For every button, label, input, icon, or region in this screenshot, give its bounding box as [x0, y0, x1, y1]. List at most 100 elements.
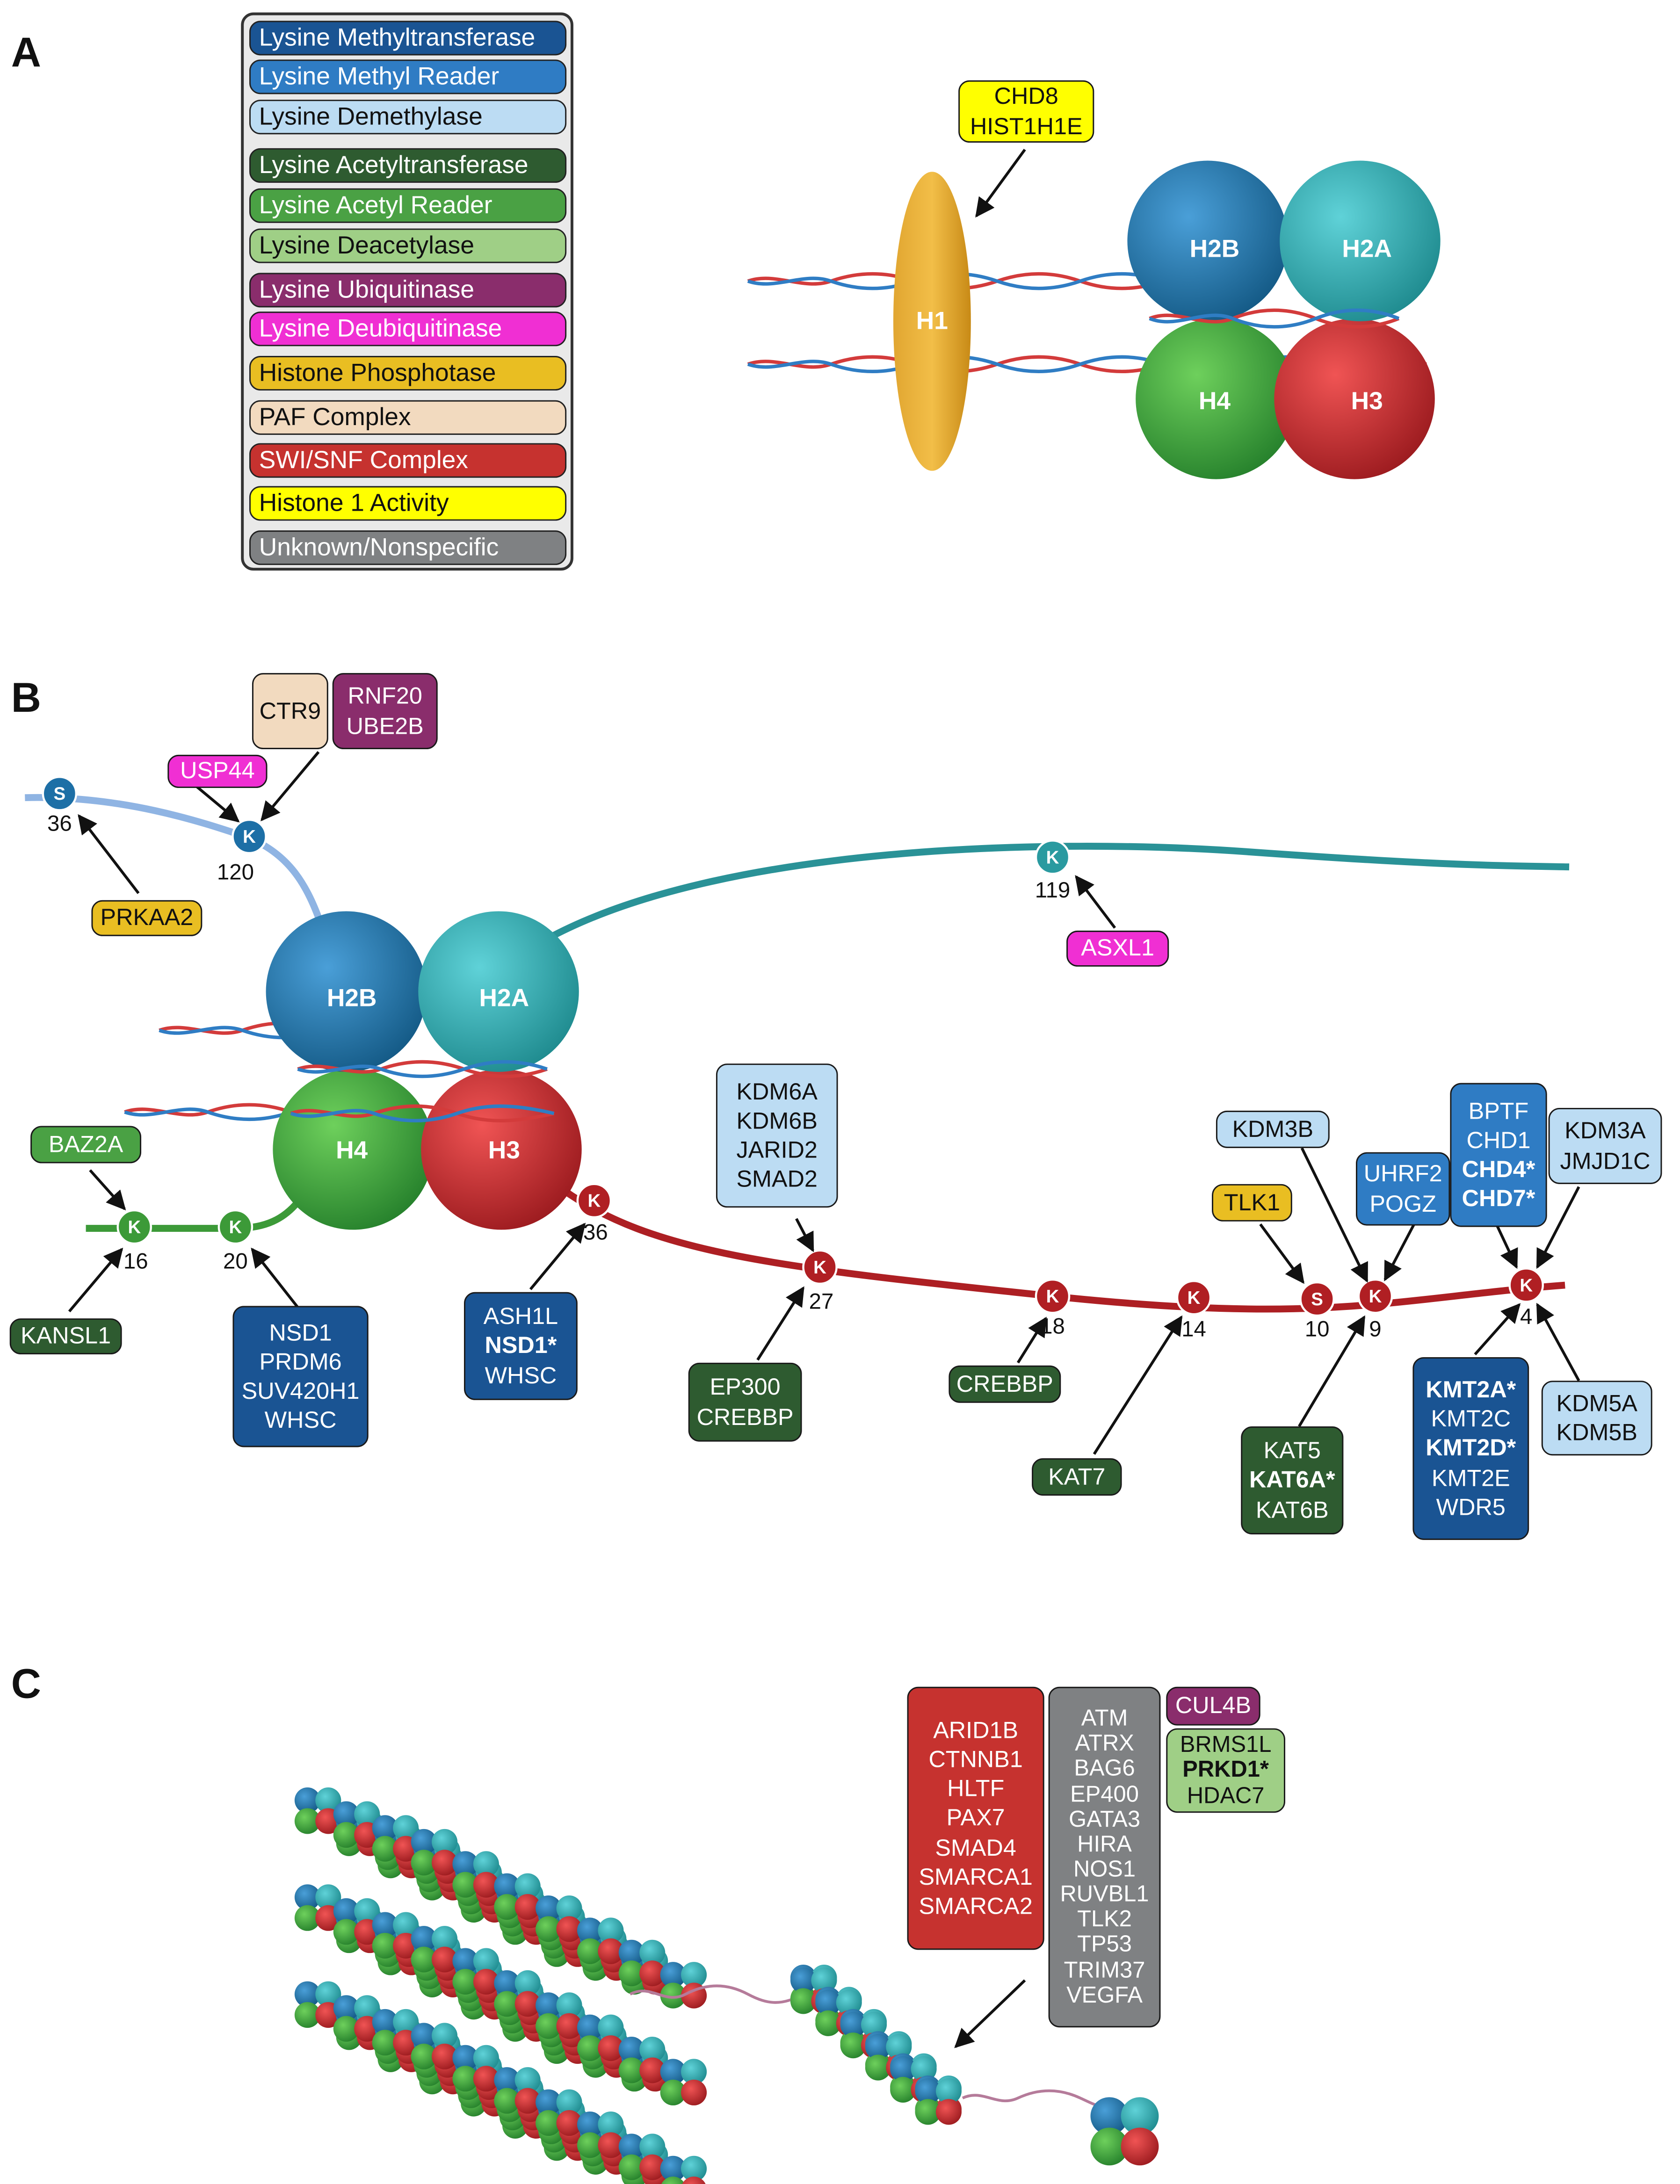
gene-box-kat7: KAT7: [1032, 1458, 1122, 1496]
histone-bead: [333, 1898, 359, 1924]
histone-bead: [915, 2078, 941, 2104]
histone-bead: [514, 1873, 541, 1899]
gene-name: CHD8: [994, 83, 1058, 110]
histone-bead: [372, 1932, 398, 1959]
gene-name: TLK2: [1077, 1907, 1132, 1932]
gene-name: CHD1: [1466, 1127, 1531, 1153]
histone-bead: [681, 2059, 707, 2085]
enzyme-arrow: [1494, 1222, 1518, 1269]
gene-name: CTR9: [259, 698, 321, 724]
histone-bead: [556, 2013, 582, 2039]
histone-bead: [494, 1894, 520, 1920]
site-number: 10: [1304, 1318, 1330, 1342]
histone-bead: [1121, 2127, 1159, 2166]
gene-name: UHRF2: [1363, 1161, 1442, 1187]
h3-label: H3: [1351, 387, 1383, 415]
site-number: 9: [1369, 1318, 1382, 1342]
gene-name: CREBBP: [956, 1371, 1053, 1397]
histone-bead: [393, 1912, 419, 1938]
enzyme-arrow: [1093, 1315, 1183, 1455]
histone-bead: [294, 1905, 320, 1931]
gene-box-ctr9: CTR9: [252, 673, 328, 750]
legend-item-methyltransferase: Lysine Methyltransferase: [249, 21, 567, 56]
fiber-nucleosome: [411, 1829, 458, 1876]
lysine-site: [1357, 1278, 1393, 1314]
histone-bead: [598, 2035, 624, 2061]
histone-bead: [660, 1982, 686, 2009]
panel-label-b: B: [11, 676, 41, 722]
histone-bead: [536, 1992, 562, 2018]
histone-bead: [333, 1822, 359, 1848]
legend-item-ubiquitinase: Lysine Ubiquitinase: [249, 273, 567, 308]
histone-bead: [411, 1829, 437, 1855]
gene-box-cul4b: CUL4B: [1166, 1686, 1260, 1726]
histone-bead: [556, 1916, 582, 1942]
histone-bead: [639, 2057, 666, 2083]
gene-name: CHD4*: [1462, 1156, 1535, 1183]
gene-box-kdm3b: KDM3B: [1216, 1110, 1330, 1148]
residue-letter: K: [813, 1257, 826, 1278]
fiber-nucleosome: [915, 2078, 962, 2125]
gene-name: KAT6A*: [1249, 1467, 1335, 1494]
histone-bead: [333, 1801, 359, 1827]
serine-site: [1299, 1281, 1335, 1317]
histone-bead: [681, 2155, 707, 2182]
gene-name: ATRX: [1075, 1731, 1134, 1757]
gene-name: KAT7: [1048, 1463, 1106, 1490]
histone-bead: [618, 2037, 644, 2063]
histone-bead: [514, 2067, 541, 2093]
enzyme-arrow: [529, 1222, 586, 1290]
histone-bead: [452, 1851, 478, 1877]
histone-bead: [577, 2111, 603, 2138]
histone-bead: [811, 1967, 837, 1994]
histone-bead: [333, 2016, 359, 2042]
fiber-nucleosome: [660, 1962, 707, 2009]
histone-bead: [473, 1872, 499, 1898]
histone-bead: [536, 2089, 562, 2115]
histone-bead: [411, 1946, 437, 1973]
gene-name: RNF20: [348, 683, 422, 709]
serine-site: [42, 776, 78, 811]
gene-name: HIST1H1E: [970, 113, 1083, 139]
gene-name: WDR5: [1436, 1494, 1506, 1521]
gene-name: BRMS1L: [1180, 1733, 1272, 1758]
gene-name: SMARCA2: [919, 1893, 1033, 1920]
fiber-nucleosome: [536, 1992, 582, 2039]
histone-bead: [315, 1981, 341, 2007]
histone-bead: [432, 2023, 458, 2049]
enzyme-arrow: [261, 751, 320, 822]
gene-name: KMT2E: [1431, 1464, 1510, 1491]
fiber-nucleosome: [660, 2059, 707, 2105]
histone-bead: [577, 1938, 603, 1964]
gene-name: TP53: [1077, 1932, 1132, 1958]
gene-name: CHD7*: [1462, 1186, 1535, 1212]
histone-bead: [473, 2045, 499, 2071]
histone-bead: [494, 2067, 520, 2093]
histone-bead: [681, 2079, 707, 2105]
histone-bead: [354, 1898, 380, 1924]
b-h4-label: H4: [336, 1136, 368, 1164]
histone-bead: [514, 2088, 541, 2114]
fiber-nucleosome: [452, 2045, 499, 2092]
lysine-site: [1508, 1267, 1544, 1303]
histone-bead: [577, 1917, 603, 1944]
gene-name: ASXL1: [1081, 935, 1155, 962]
histone-bead: [577, 2132, 603, 2158]
gene-name: VEGFA: [1066, 1982, 1143, 2008]
fiber-nucleosome: [333, 1898, 380, 1945]
legend-item-paf: PAF Complex: [249, 400, 567, 435]
histone-bead: [473, 2066, 499, 2092]
histone-bead: [514, 1991, 541, 2017]
panel-a-octamer: [1127, 160, 1441, 479]
site-number: 120: [217, 861, 254, 885]
enzyme-arrow: [1474, 1303, 1521, 1356]
histone-bead: [911, 2056, 937, 2082]
gene-name: JMJD1C: [1560, 1147, 1651, 1174]
gene-name: WHSC: [264, 1407, 337, 1434]
histone-bead: [598, 1917, 624, 1944]
fiber-nucleosome: [618, 2037, 666, 2083]
histone-bead: [618, 2057, 644, 2083]
histone-bead: [494, 1873, 520, 1899]
gene-name: KANSL1: [21, 1323, 111, 1350]
